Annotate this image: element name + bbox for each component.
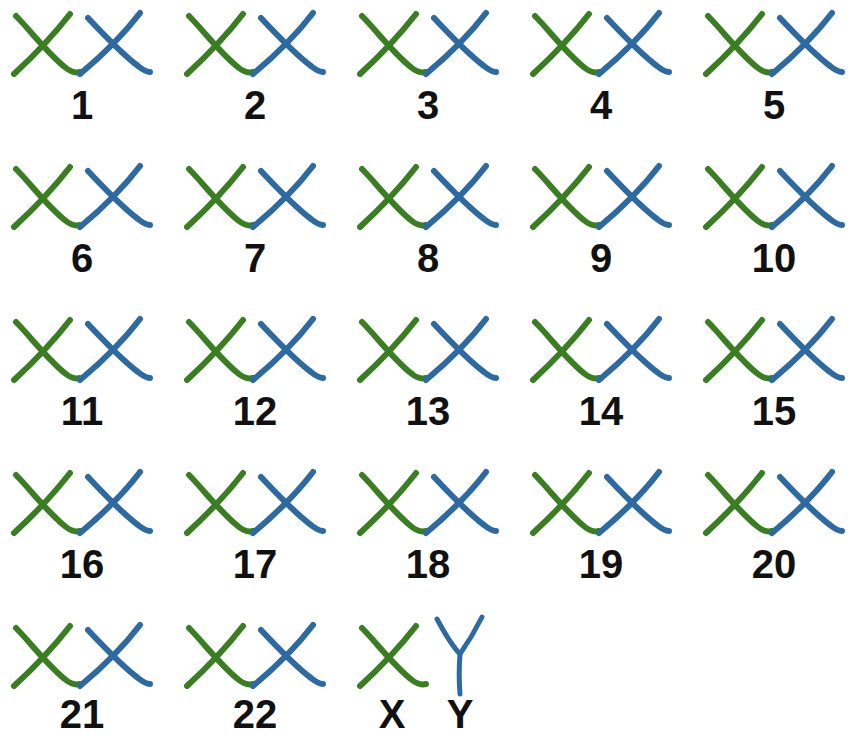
chromosome [80,13,150,74]
chromosome [533,473,599,533]
chromosome-pair [187,166,323,227]
chromosome [80,472,150,533]
chromosome [187,14,253,74]
chromosome-pair [533,472,669,533]
chromosome [360,320,426,380]
chromosome-number: 10 [752,238,797,278]
chromosome-pair [533,319,669,380]
chromosome-number: 18 [406,544,451,584]
chromosome-number: 6 [71,238,93,278]
chromosome [14,167,80,227]
chromosome-pair [14,625,150,686]
chromosome [187,167,253,227]
chromosome-pair [360,472,496,533]
chromosome [187,626,253,686]
chromosome-number: 11 [61,391,103,431]
chromosome-pair [533,166,669,227]
chromosome [14,626,80,686]
chromosome-pair [706,13,842,74]
chromosome-pair [533,13,669,74]
chromosome-number: 1 [71,85,93,125]
chromosome [253,625,323,686]
chromosome [599,166,669,227]
chromosome-number: 21 [60,694,105,734]
chromosome [426,13,496,74]
chromosome-pair [360,166,496,227]
chromosome-number: 8 [417,238,439,278]
chromosome [599,472,669,533]
chromosome [426,319,496,380]
chromosome-number: 3 [417,85,439,125]
chromosome-number: 12 [233,391,278,431]
chromosome [772,319,842,380]
chromosome-number: 14 [579,391,624,431]
chromosome [426,472,496,533]
chromosome-pair [706,166,842,227]
chromosome-pair [360,13,496,74]
chromosome-number: 13 [406,391,451,431]
sex-chromosome-label: X [379,694,406,734]
chromosome [706,14,772,74]
chromosome-number: 16 [60,544,105,584]
chromosome [14,14,80,74]
chromosome [533,320,599,380]
chromosome-pair [187,472,323,533]
chromosome-number: 5 [763,85,785,125]
chromosome [533,14,599,74]
chromosome [360,14,426,74]
chromosome [706,320,772,380]
chromosome [599,13,669,74]
chromosome [253,13,323,74]
chromosome-pair [187,13,323,74]
chromosome-number: 22 [233,694,278,734]
chromosome [360,473,426,533]
chromosome-number: 20 [752,544,797,584]
x-chromosome [360,626,426,686]
chromosome-number: 17 [233,544,278,584]
chromosome [80,166,150,227]
chromosome [706,473,772,533]
chromosome-number: 4 [590,85,612,125]
chromosome-pair [706,319,842,380]
chromosome-number: 7 [244,238,266,278]
chromosome [706,167,772,227]
chromosome [187,473,253,533]
chromosome [14,473,80,533]
chromosome-pair [14,472,150,533]
chromosome-pair [187,319,323,380]
chromosome-pair [14,319,150,380]
sex-chromosome-label: Y [447,694,474,734]
chromosome-number: 15 [752,391,797,431]
chromosome-pair [706,472,842,533]
chromosome [253,319,323,380]
chromosome [187,320,253,380]
chromosome [772,13,842,74]
y-chromosome [437,617,482,694]
chromosome [14,320,80,380]
chromosome-number: 2 [244,85,266,125]
chromosome-pair [14,166,150,227]
chromosome [80,625,150,686]
chromosome-number: 9 [590,238,612,278]
chromosome-pair [14,13,150,74]
chromosome [599,319,669,380]
chromosome [253,166,323,227]
chromosome [80,319,150,380]
chromosome-number: 19 [579,544,624,584]
chromosome [426,166,496,227]
chromosome [533,167,599,227]
sex-chromosome-pair [360,617,482,694]
chromosome-pair [360,319,496,380]
chromosome [253,472,323,533]
chromosome [360,167,426,227]
chromosome [772,472,842,533]
chromosome [772,166,842,227]
chromosome-pair [187,625,323,686]
